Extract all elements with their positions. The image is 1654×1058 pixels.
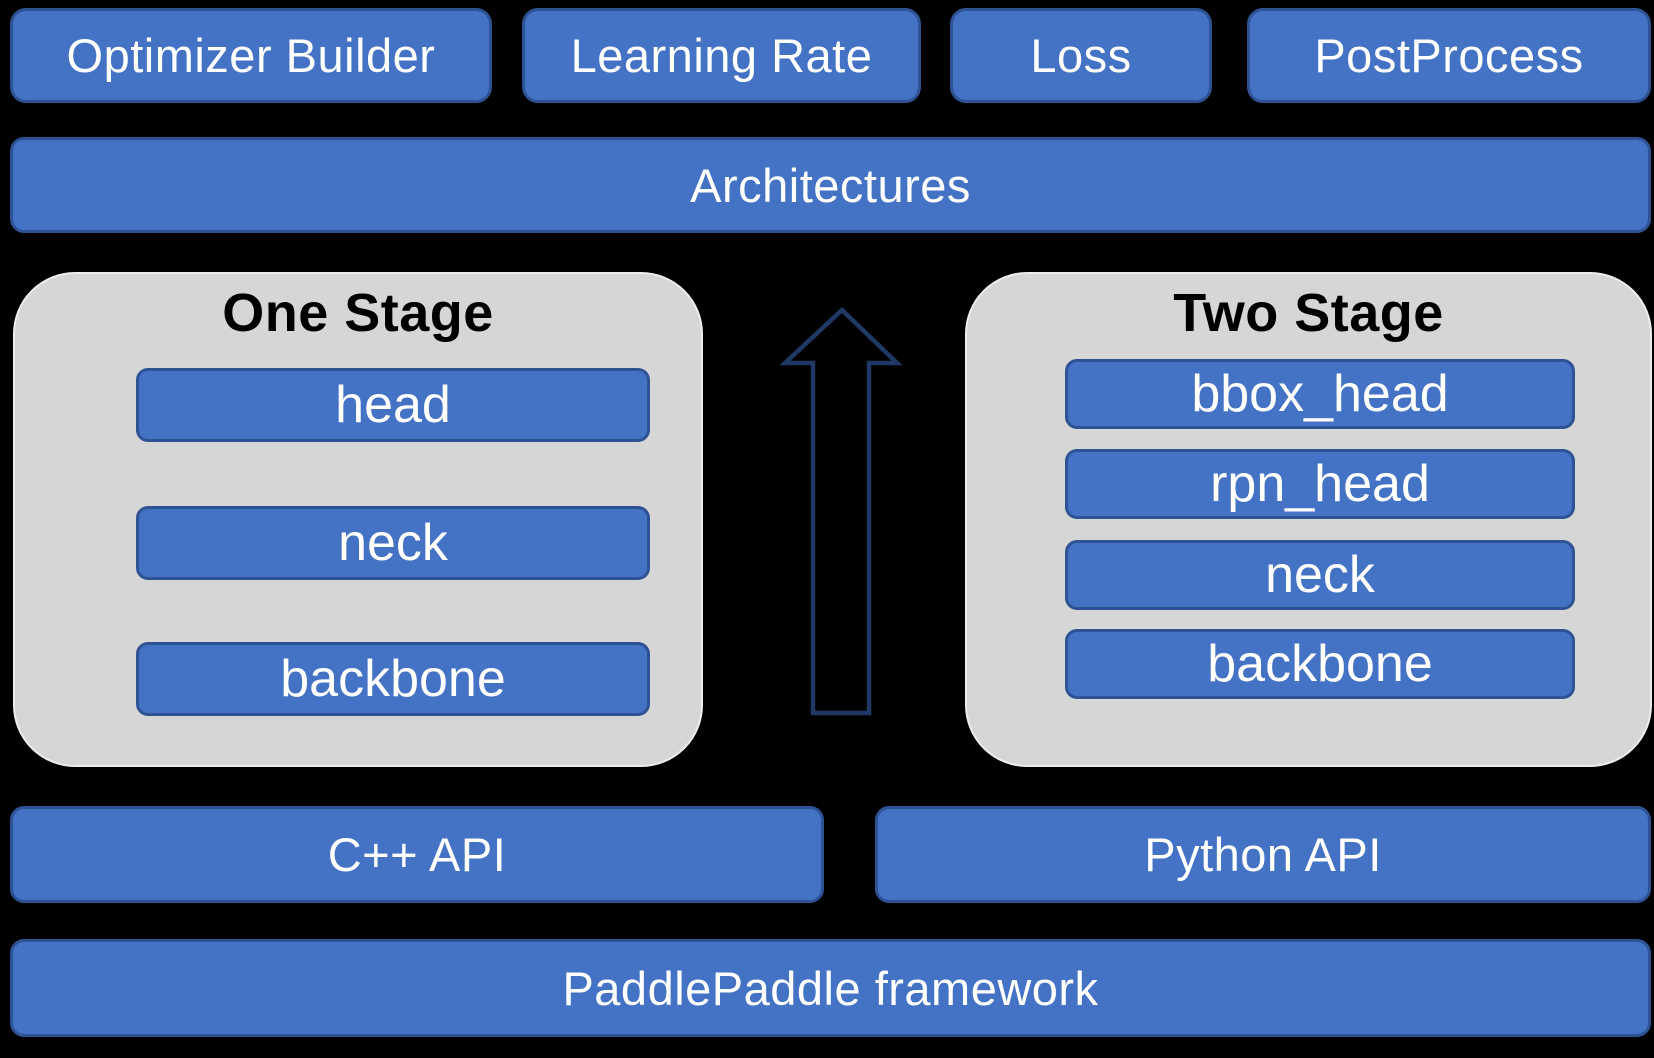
module-postprocess-label: PostProcess — [1314, 29, 1584, 82]
one-stage-head-label: head — [335, 376, 451, 434]
two-stage-neck-box: neck — [1065, 540, 1575, 610]
two-stage-backbone-label: backbone — [1207, 635, 1433, 693]
architectures-label: Architectures — [690, 158, 971, 212]
framework-label: PaddlePaddle framework — [562, 961, 1099, 1015]
module-learning-rate-label: Learning Rate — [570, 29, 873, 82]
two-stage-neck-label: neck — [1265, 546, 1375, 604]
module-learning-rate: Learning Rate — [522, 8, 921, 103]
one-stage-neck-label: neck — [338, 514, 448, 572]
cpp-api-box: C++ API — [10, 806, 824, 903]
one-stage-backbone-label: backbone — [280, 650, 506, 708]
two-stage-rpn-head-box: rpn_head — [1065, 449, 1575, 519]
architectures-bar: Architectures — [10, 137, 1651, 233]
python-api-box: Python API — [875, 806, 1651, 903]
two-stage-backbone-box: backbone — [1065, 629, 1575, 699]
python-api-label: Python API — [1144, 828, 1382, 881]
module-loss-label: Loss — [1030, 29, 1132, 82]
up-arrow-icon — [779, 306, 903, 716]
two-stage-title: Two Stage — [1173, 283, 1444, 343]
module-postprocess: PostProcess — [1247, 8, 1651, 103]
two-stage-bbox-head-box: bbox_head — [1065, 359, 1575, 429]
one-stage-title: One Stage — [222, 283, 494, 343]
one-stage-head-box: head — [136, 368, 650, 442]
module-loss: Loss — [950, 8, 1212, 103]
module-optimizer-builder-label: Optimizer Builder — [66, 29, 436, 82]
one-stage-container: One Stage head neck backbone — [13, 272, 703, 767]
cpp-api-label: C++ API — [327, 828, 507, 881]
one-stage-neck-box: neck — [136, 506, 650, 580]
framework-bar: PaddlePaddle framework — [10, 939, 1651, 1037]
module-optimizer-builder: Optimizer Builder — [10, 8, 492, 103]
two-stage-container: Two Stage bbox_head rpn_head neck backbo… — [965, 272, 1652, 767]
one-stage-backbone-box: backbone — [136, 642, 650, 716]
two-stage-rpn-head-label: rpn_head — [1210, 455, 1430, 513]
two-stage-bbox-head-label: bbox_head — [1191, 365, 1449, 423]
